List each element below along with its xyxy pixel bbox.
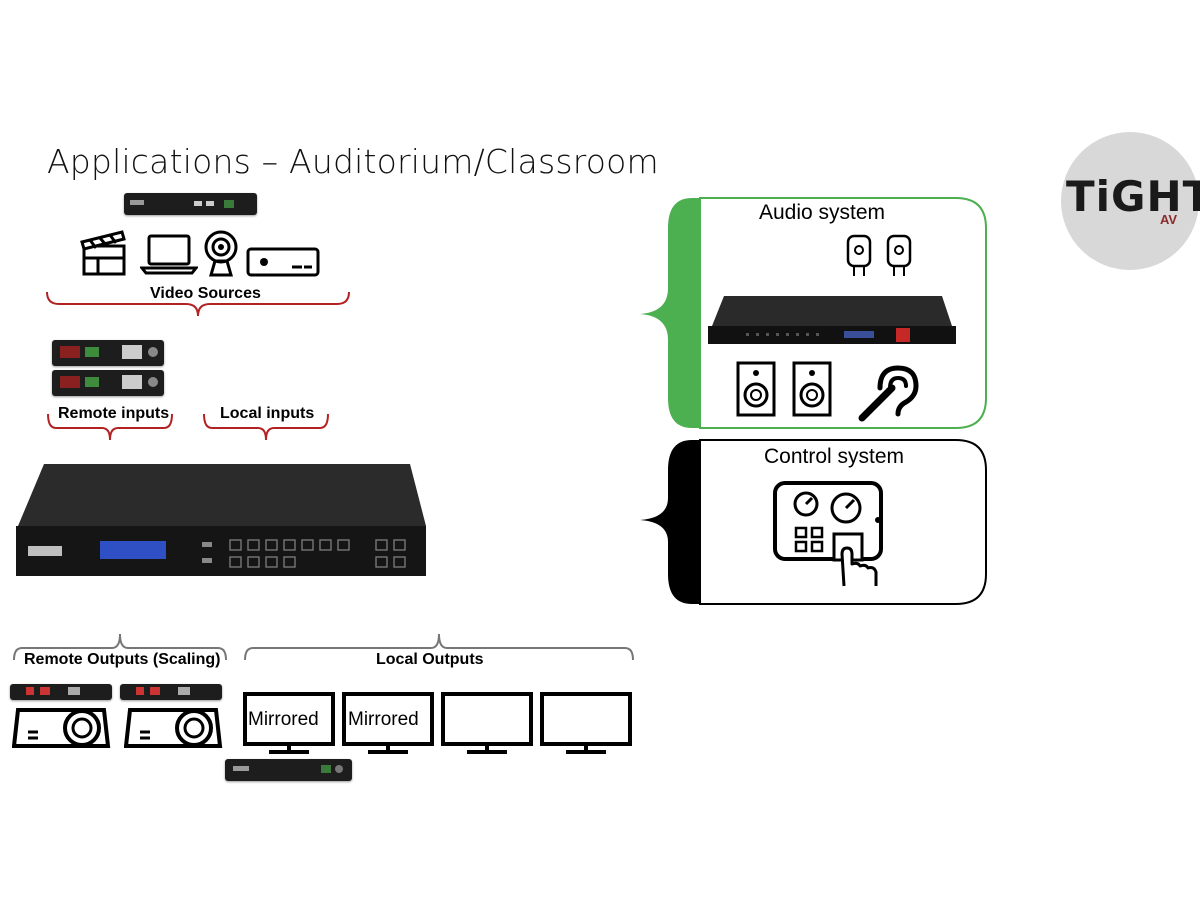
matrix-switcher bbox=[16, 464, 426, 576]
speaker-icon-1 bbox=[736, 361, 776, 417]
remote-output-receiver-1 bbox=[10, 684, 112, 700]
microphone-icon-1 bbox=[846, 234, 872, 276]
local-outputs-label: Local Outputs bbox=[376, 651, 484, 668]
bottom-encoder-device bbox=[225, 759, 352, 781]
monitor-icon-1 bbox=[243, 692, 335, 754]
webcam-icon bbox=[204, 230, 238, 277]
monitor-label-2: Mirrored bbox=[348, 709, 419, 730]
control-system-title: Control system bbox=[764, 445, 905, 468]
remote-inputs-label: Remote inputs bbox=[58, 405, 170, 422]
projector-icon bbox=[246, 247, 320, 277]
monitor-icon-2 bbox=[342, 692, 434, 754]
remote-output-receiver-2 bbox=[120, 684, 222, 700]
video-sources-label: Video Sources bbox=[150, 285, 261, 302]
projector-output-icon-1 bbox=[12, 708, 111, 748]
audio-processor-device bbox=[708, 296, 956, 344]
monitor-icon-3 bbox=[441, 692, 533, 754]
logo-sub: AV bbox=[1160, 212, 1178, 227]
audio-system-title: Audio system bbox=[759, 201, 886, 224]
hearing-loop-icon bbox=[858, 365, 919, 422]
monitor-label-1: Mirrored bbox=[248, 709, 319, 730]
microphone-icon-2 bbox=[886, 234, 912, 276]
laptop-icon bbox=[140, 234, 198, 275]
remote-outputs-label: Remote Outputs (Scaling) bbox=[24, 651, 221, 668]
control-tablet-icon bbox=[773, 481, 883, 587]
remote-input-receiver-2 bbox=[52, 370, 164, 396]
top-encoder-device bbox=[124, 193, 257, 215]
remote-outputs-bracket bbox=[13, 633, 227, 661]
projector-output-icon-2 bbox=[124, 708, 223, 748]
local-inputs-bracket bbox=[203, 413, 329, 441]
monitor-icon-4 bbox=[540, 692, 632, 754]
clapperboard-icon bbox=[80, 230, 126, 276]
page-title: Applications – Auditorium/Classroom bbox=[47, 142, 659, 181]
local-inputs-label: Local inputs bbox=[220, 405, 315, 422]
speaker-icon-2 bbox=[792, 361, 832, 417]
logo-circle bbox=[1061, 132, 1199, 270]
local-outputs-bracket bbox=[244, 633, 634, 661]
remote-input-receiver-1 bbox=[52, 340, 164, 366]
logo-main: TiGHT bbox=[1066, 172, 1200, 221]
remote-inputs-bracket bbox=[47, 413, 173, 441]
video-sources-bracket bbox=[46, 291, 350, 317]
